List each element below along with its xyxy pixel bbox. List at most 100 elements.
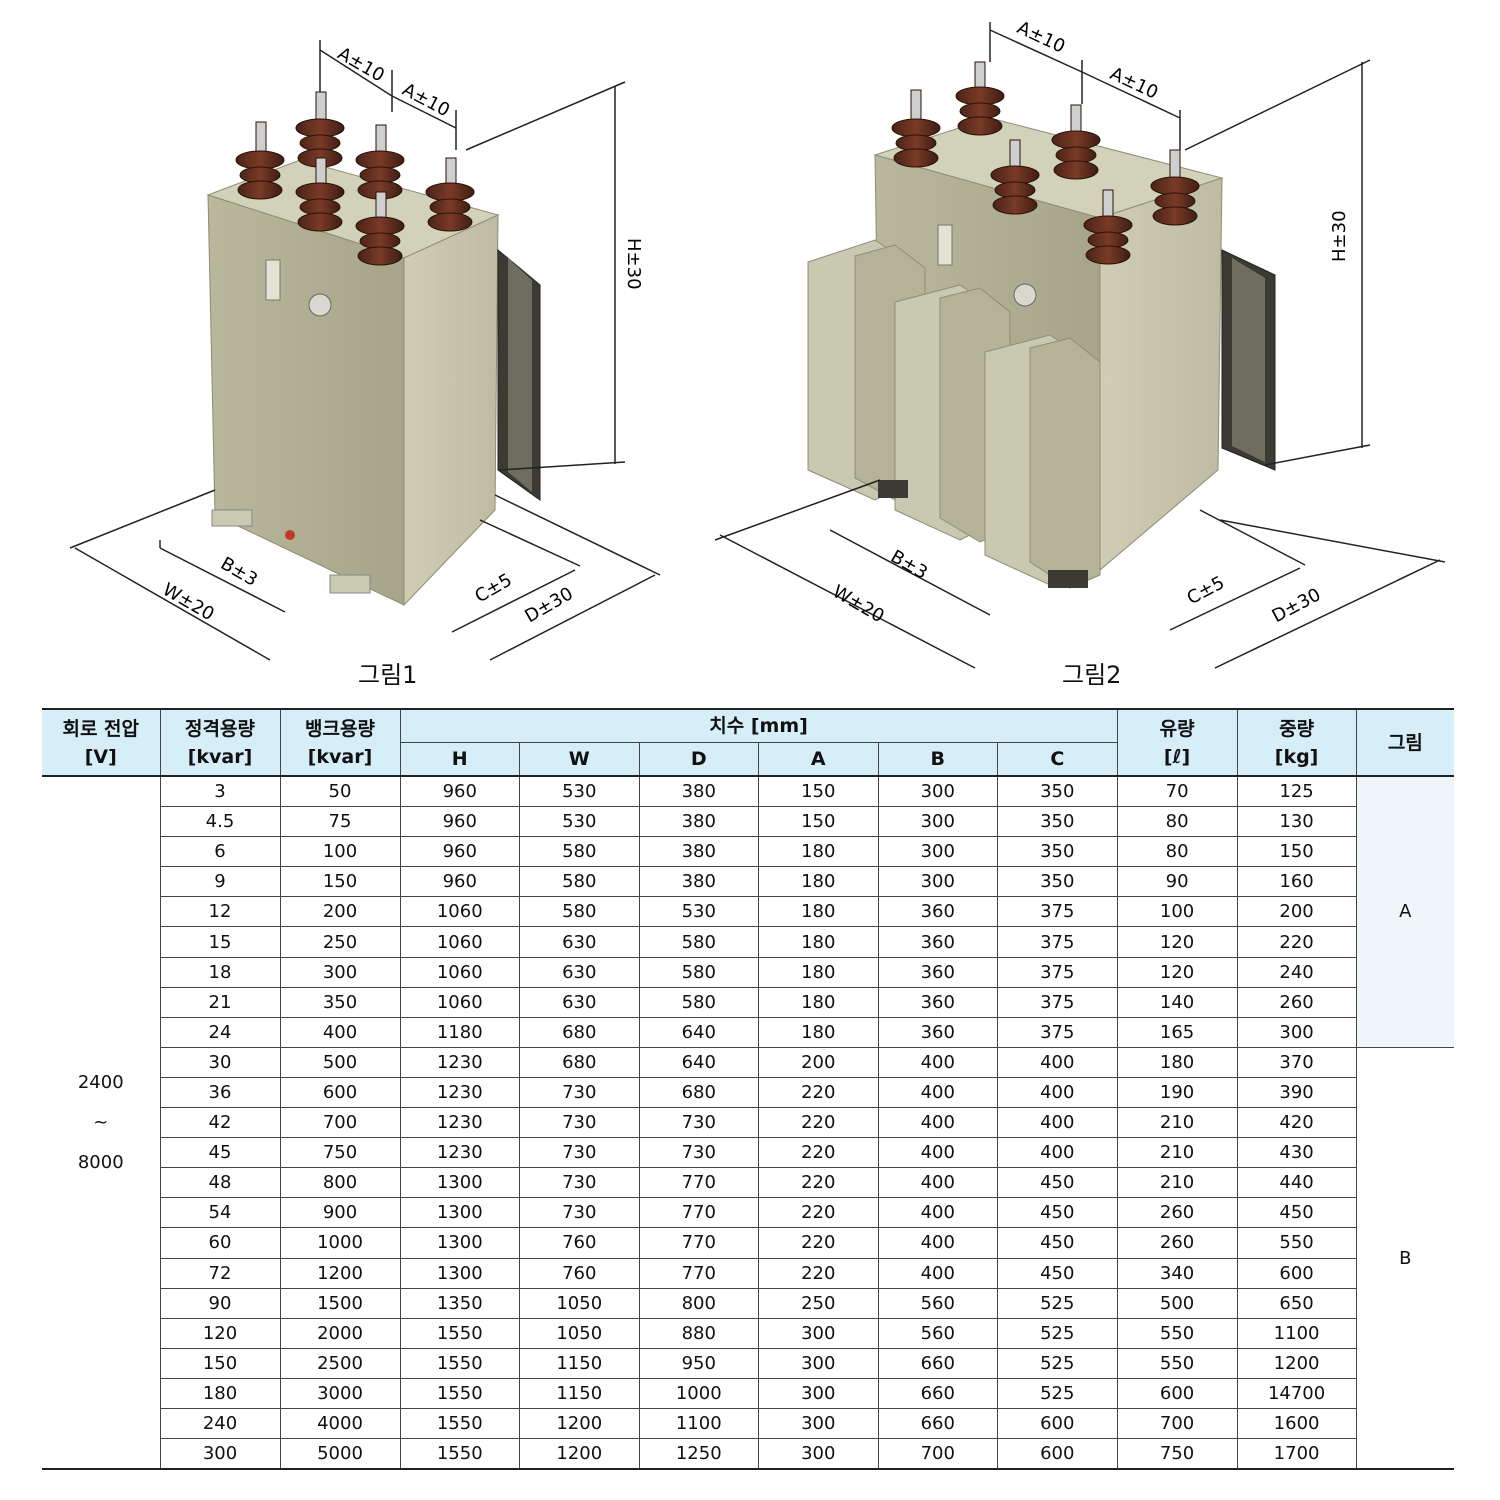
table-cell: 760 [519, 1227, 640, 1259]
table-cell: 700 [280, 1107, 401, 1139]
header-dim-b: B [878, 742, 998, 777]
table-cell: 190 [1117, 1077, 1238, 1109]
table-cell: 730 [639, 1107, 759, 1139]
table-cell: 640 [639, 1017, 759, 1048]
fig2-label-a2: A±10 [1107, 63, 1161, 103]
header-dim-a: A [758, 742, 879, 777]
table-cell: 350 [997, 836, 1118, 868]
table-cell: 1060 [400, 987, 520, 1018]
table-cell: 660 [878, 1378, 998, 1409]
table-cell: 380 [639, 866, 759, 898]
table-cell: 375 [997, 957, 1118, 988]
table-cell: 200 [1237, 896, 1357, 928]
table-cell: 2500 [280, 1348, 401, 1379]
table-cell: 36 [160, 1077, 281, 1109]
table-cell: 400 [878, 1077, 998, 1109]
spec-table: 회로 전압[V] 정격용량[kvar] 뱅크용량[kvar] 치수 [mm] 유… [42, 708, 1455, 1471]
table-cell: 420 [1237, 1107, 1357, 1139]
table-cell: 180 [1117, 1047, 1238, 1078]
table-cell: 15 [160, 926, 281, 958]
table-cell: 1100 [639, 1408, 759, 1440]
table-cell: 4.5 [160, 806, 281, 838]
table-cell: 165 [1117, 1017, 1238, 1048]
table-cell: 60 [160, 1227, 281, 1259]
table-cell: 180 [160, 1378, 281, 1409]
fig2-label-a1: A±10 [1014, 17, 1068, 57]
header-weight: 중량[kg] [1237, 709, 1357, 777]
voltage-cell: 2400~8000 [42, 776, 161, 1471]
table-cell: 260 [1117, 1227, 1238, 1259]
table-cell: 100 [1117, 896, 1238, 928]
table-cell: 380 [639, 806, 759, 838]
table-cell: 220 [758, 1107, 879, 1139]
table-cell: 75 [280, 806, 401, 838]
table-cell: 900 [280, 1197, 401, 1229]
fig1-label-b: B±3 [217, 553, 261, 591]
table-cell: 180 [758, 896, 879, 928]
table-cell: 580 [639, 987, 759, 1018]
table-cell: 650 [1237, 1288, 1357, 1319]
table-cell: 220 [758, 1167, 879, 1199]
table-cell: 220 [758, 1258, 879, 1289]
table-cell: 1300 [400, 1258, 520, 1289]
table-cell: 1550 [400, 1408, 520, 1440]
capacitor-drawings: A±10 A±10 H±30 B±3 W±20 C±5 D±30 [69, 17, 1446, 669]
table-cell: 500 [280, 1047, 401, 1078]
table-cell: 70 [1117, 776, 1238, 808]
fig2-label-c: C±5 [1184, 572, 1228, 609]
table-cell: 360 [878, 926, 998, 958]
table-cell: 220 [1237, 926, 1357, 958]
voltage-value-part: 2400 [77, 1071, 124, 1093]
table-cell: 360 [878, 1017, 998, 1048]
table-cell: 180 [758, 957, 879, 988]
table-cell: 220 [758, 1077, 879, 1109]
table-cell: 600 [1117, 1378, 1238, 1409]
fig1-label-a2: A±10 [399, 79, 453, 121]
table-cell: 530 [519, 776, 640, 808]
table-cell: 1000 [639, 1378, 759, 1409]
table-cell: 400 [878, 1227, 998, 1259]
table-cell: 18 [160, 957, 281, 988]
fig1-label-d: D±30 [521, 583, 576, 627]
table-cell: 200 [758, 1047, 879, 1078]
table-cell: 500 [1117, 1288, 1238, 1319]
fig2-label-h: H±30 [1329, 210, 1350, 262]
table-cell: 450 [1237, 1197, 1357, 1229]
table-cell: 730 [519, 1197, 640, 1229]
table-cell: 1230 [400, 1077, 520, 1109]
table-cell: 960 [400, 806, 520, 838]
table-cell: 300 [758, 1378, 879, 1409]
table-cell: 260 [1237, 987, 1357, 1018]
table-cell: 120 [160, 1318, 281, 1349]
table-cell: 180 [758, 866, 879, 898]
header-oil: 유량[ℓ] [1117, 709, 1238, 777]
table-cell: 550 [1117, 1318, 1238, 1349]
table-cell: 1200 [519, 1438, 640, 1471]
table-cell: 1500 [280, 1288, 401, 1319]
table-cell: 530 [519, 806, 640, 838]
table-cell: 730 [519, 1107, 640, 1139]
table-cell: 680 [519, 1017, 640, 1048]
fig2-label-w: W±20 [829, 581, 888, 627]
table-cell: 360 [878, 896, 998, 928]
table-cell: 600 [280, 1077, 401, 1109]
table-cell: 30 [160, 1047, 281, 1078]
table-cell: 630 [519, 957, 640, 988]
table-cell: 390 [1237, 1077, 1357, 1109]
table-cell: 380 [639, 836, 759, 868]
table-cell: 1230 [400, 1137, 520, 1169]
table-cell: 350 [997, 776, 1118, 808]
fig2-label-b: B±3 [887, 546, 931, 584]
table-cell: 1060 [400, 896, 520, 928]
header-dim-c: C [997, 742, 1118, 777]
table-cell: 5000 [280, 1438, 401, 1471]
table-cell: 125 [1237, 776, 1357, 808]
table-cell: 21 [160, 987, 281, 1018]
table-cell: 210 [1117, 1107, 1238, 1139]
table-cell: 400 [997, 1107, 1118, 1139]
